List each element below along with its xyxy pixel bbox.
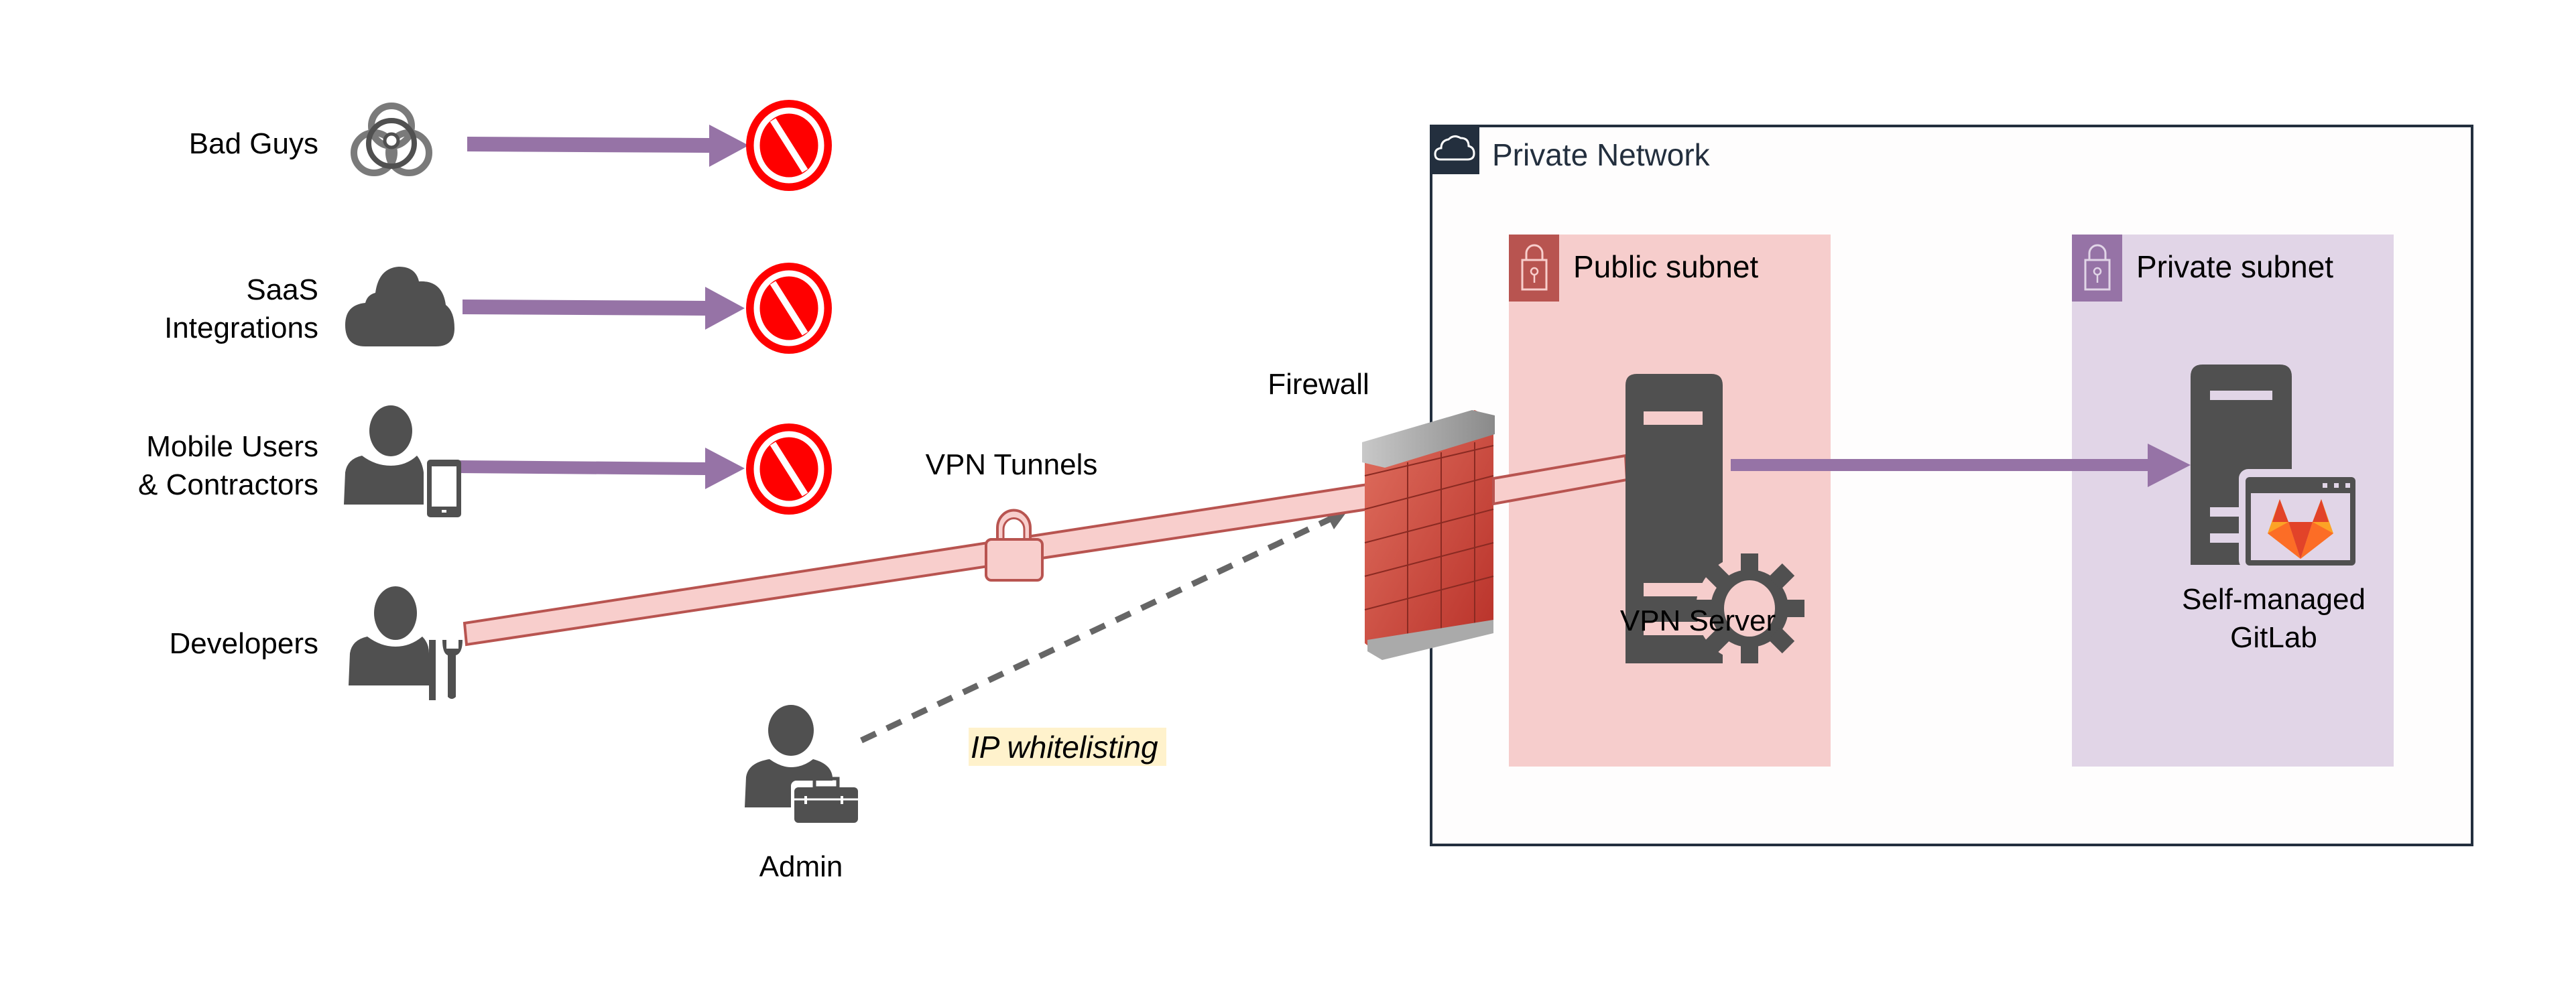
label-mobile-users: Mobile Users & Contractors <box>138 427 318 504</box>
label-vpn-server: VPN Server <box>1620 602 1776 640</box>
public-subnet-title: Public subnet <box>1573 249 1759 284</box>
cloud-outline-icon <box>1434 135 1475 161</box>
label-line: Bad Guys <box>188 127 318 160</box>
label-line: SaaS <box>246 273 318 306</box>
arrow-mobile-blocked <box>456 448 745 489</box>
biohazard-icon <box>351 103 432 176</box>
developer-icon <box>349 586 463 700</box>
label-line: Developers <box>169 627 318 660</box>
blocked-icon <box>746 100 832 191</box>
label-line: Integrations <box>164 312 318 344</box>
label-line: & Contractors <box>138 468 318 501</box>
label-admin: Admin <box>759 850 843 883</box>
ip-whitelisting-label: IP whitelisting <box>971 730 1158 765</box>
label-developers: Developers <box>169 624 318 663</box>
arrow-bad-guys-blocked <box>467 125 749 167</box>
blocked-icon <box>746 263 832 354</box>
label-vpn-tunnels: VPN Tunnels <box>925 448 1098 481</box>
private-subnet-badge <box>2072 235 2122 302</box>
cloud-icon <box>345 267 454 346</box>
firewall-icon <box>1362 410 1495 660</box>
private-network-title: Private Network <box>1492 137 1710 172</box>
padlock-icon <box>1521 244 1548 291</box>
public-subnet-badge <box>1509 235 1559 302</box>
vpn-padlock-icon <box>985 509 1044 582</box>
mobile-user-icon <box>344 405 461 517</box>
blocked-icon <box>746 423 832 515</box>
label-self-managed-gitlab: Self-managed GitLab <box>2182 580 2366 657</box>
private-network-badge <box>1430 125 1479 174</box>
label-bad-guys: Bad Guys <box>189 125 318 163</box>
label-firewall: Firewall <box>1268 368 1369 401</box>
vpn-tunnel <box>463 482 1369 647</box>
server-gear-icon <box>1626 374 1804 663</box>
gitlab-logo-icon <box>2268 499 2333 559</box>
label-line: GitLab <box>2230 621 2317 654</box>
padlock-icon <box>2084 244 2111 291</box>
admin-toolbox-icon <box>745 705 861 826</box>
vpn-tunnel-inner <box>1492 454 1629 506</box>
label-line: Mobile Users <box>146 430 318 463</box>
arrow-vpn-to-gitlab <box>1731 444 2191 487</box>
label-saas-integrations: SaaS Integrations <box>164 271 318 347</box>
label-line: Self-managed <box>2182 583 2366 616</box>
arrow-saas-blocked <box>463 287 745 330</box>
ip-whitelisting-highlight <box>969 728 1166 766</box>
label-line: VPN Server <box>1619 604 1776 637</box>
server-gitlab-icon <box>2191 365 2363 570</box>
private-subnet-title: Private subnet <box>2136 249 2334 284</box>
